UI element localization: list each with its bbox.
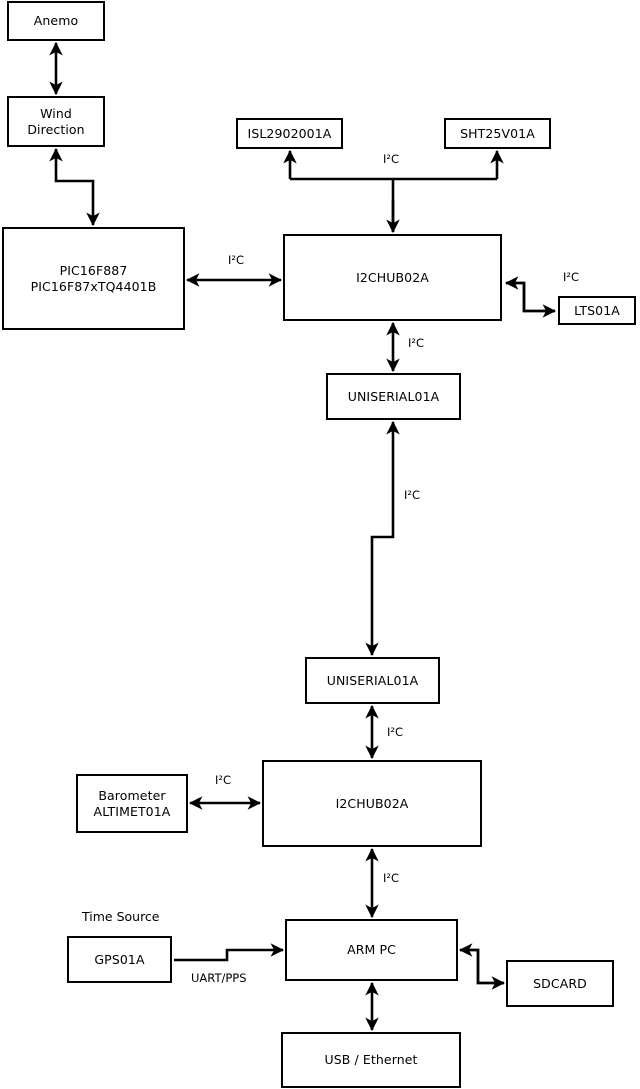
node-anemo-label: Anemo xyxy=(33,13,79,29)
node-anemo[interactable]: Anemo xyxy=(7,1,105,41)
node-gps01a-label: GPS01A xyxy=(94,951,145,967)
node-sht25v01a[interactable]: SHT25V01A xyxy=(444,118,551,149)
node-pic-microcontroller-label: PIC16F887 PIC16F87xTQ4401B xyxy=(30,262,157,294)
edge-label-i2c-hub-lts: I²C xyxy=(563,270,580,284)
node-usb-ethernet-label: USB / Ethernet xyxy=(324,1052,418,1068)
node-wind-direction-label: Wind Direction xyxy=(27,105,85,137)
node-wind-direction[interactable]: Wind Direction xyxy=(7,96,105,147)
edge-label-i2c-barometer-hub: I²C xyxy=(215,773,232,787)
node-lts01a-label: LTS01A xyxy=(574,302,620,318)
edge-pic-wind xyxy=(49,147,100,227)
edge-label-i2c-pic-hub: I²C xyxy=(228,253,245,267)
node-isl2902001a[interactable]: ISL2902001A xyxy=(236,118,343,149)
node-sdcard-label: SDCARD xyxy=(533,975,587,991)
node-arm-pc-label: ARM PC xyxy=(347,942,396,958)
edge-uniserial-link xyxy=(365,420,400,657)
edge-armpc-sdcard xyxy=(458,943,506,990)
node-arm-pc[interactable]: ARM PC xyxy=(285,919,458,981)
edge-label-i2c-hub-uniserial: I²C xyxy=(408,336,425,350)
node-pic-microcontroller[interactable]: PIC16F887 PIC16F87xTQ4401B xyxy=(2,227,185,330)
node-uniserial01a-top[interactable]: UNISERIAL01A xyxy=(326,373,461,420)
node-i2chub02a-top[interactable]: I2CHUB02A xyxy=(283,234,502,321)
edge-gps-armpc xyxy=(174,943,285,962)
node-sht25v01a-label: SHT25V01A xyxy=(460,125,535,141)
node-uniserial01a-bottom[interactable]: UNISERIAL01A xyxy=(305,657,440,704)
node-sdcard[interactable]: SDCARD xyxy=(506,960,614,1007)
node-barometer-altimet01a[interactable]: Barometer ALTIMET01A xyxy=(76,774,188,833)
edge-label-i2c-isl-sht: I²C xyxy=(383,152,400,166)
node-uniserial01a-top-label: UNISERIAL01A xyxy=(347,388,440,404)
edge-hub-lts xyxy=(504,276,557,318)
edge-label-uart-pps: UART/PPS xyxy=(191,971,247,985)
edge-label-i2c-hub-armpc: I²C xyxy=(383,871,400,885)
node-uniserial01a-bottom-label: UNISERIAL01A xyxy=(326,672,419,688)
node-i2chub02a-top-label: I2CHUB02A xyxy=(356,269,429,285)
node-i2chub02a-bottom-label: I2CHUB02A xyxy=(335,795,409,811)
label-time-source: Time Source xyxy=(82,909,160,924)
node-i2chub02a-bottom[interactable]: I2CHUB02A xyxy=(262,760,482,847)
node-usb-ethernet[interactable]: USB / Ethernet xyxy=(281,1032,461,1088)
node-lts01a[interactable]: LTS01A xyxy=(558,296,636,325)
edge-label-i2c-uniserial-link: I²C xyxy=(404,488,421,502)
edge-label-i2c-uniserial-hub: I²C xyxy=(387,725,404,739)
node-barometer-altimet01a-label: Barometer ALTIMET01A xyxy=(93,787,171,819)
node-isl2902001a-label: ISL2902001A xyxy=(247,125,332,141)
node-gps01a[interactable]: GPS01A xyxy=(67,936,172,983)
